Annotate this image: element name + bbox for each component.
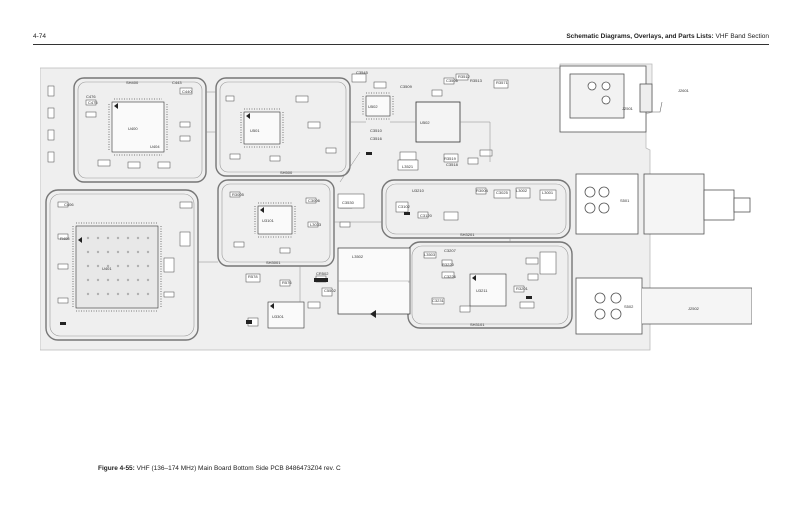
- label-c406: C406: [64, 202, 74, 207]
- label-s502: S502: [624, 304, 634, 309]
- label-l3033: L3033: [310, 222, 322, 227]
- shield-sh-left: [45, 189, 199, 341]
- label-c440: C440: [182, 89, 192, 94]
- label-cr502: CR502: [316, 271, 329, 276]
- label-l3001: L3001: [542, 190, 554, 195]
- shield-sh400: [73, 77, 207, 183]
- label-c3207: C3207: [444, 248, 457, 253]
- label-c3510: C3510: [370, 128, 383, 133]
- label-c476: C476: [86, 94, 96, 99]
- label-u400: U400: [128, 126, 138, 131]
- label-l3002: L3002: [516, 188, 528, 193]
- label-r3005: R3005: [232, 192, 245, 197]
- label-u404: U404: [150, 144, 160, 149]
- shield-frames: [45, 77, 573, 341]
- label-r576: R576: [282, 280, 292, 285]
- page-number: 4-74: [33, 33, 47, 40]
- label-c5502: C5502: [324, 288, 337, 293]
- figure-title: VHF (136–174 MHz) Main Board Bottom Side…: [134, 465, 341, 472]
- label-c3120: C3120: [420, 213, 433, 218]
- label-j2501: J2501: [622, 106, 634, 111]
- label-c3506: C3506: [446, 78, 459, 83]
- label-l3521: L3521: [402, 164, 414, 169]
- figure-label: Figure 4-55:: [98, 465, 135, 472]
- label-c3518: C3518: [446, 162, 459, 167]
- label-u3211: U3211: [476, 288, 488, 293]
- label-r3201: R3201: [516, 286, 529, 291]
- label-sh500: SH500: [280, 170, 293, 175]
- label-c3530: C3530: [342, 200, 355, 205]
- label-r3004: R3004: [476, 188, 489, 193]
- label-l3502: L3502: [352, 254, 364, 259]
- shield-sh500: [215, 77, 351, 177]
- label-u401: U401: [102, 266, 112, 271]
- label-sh3001: SH3001: [266, 260, 281, 265]
- running-header: Schematic Diagrams, Overlays, and Parts …: [566, 33, 769, 40]
- shield-sh3201: [381, 179, 571, 239]
- label-j2601: J2601: [678, 88, 690, 93]
- label-r3512: R3512: [458, 74, 471, 79]
- label-sh3201: SH3201: [460, 232, 475, 237]
- header-rule: [33, 44, 769, 45]
- label-u3210: U3210: [412, 188, 425, 193]
- ic-u400: [111, 101, 165, 153]
- label-r3513: R3513: [470, 78, 483, 83]
- label-s501: S501: [620, 198, 630, 203]
- pcb-overlay-drawing: SH400 U400 C475 C476 C440 C443 U404 U401…: [40, 63, 752, 351]
- label-c3226: C3226: [444, 274, 457, 279]
- label-r578: R578: [248, 274, 258, 279]
- pcb-board-figure: SH400 U400 C475 C476 C440 C443 U404 U401…: [40, 62, 752, 354]
- label-c3102: C3102: [398, 204, 411, 209]
- label-j2502: J2502: [688, 306, 700, 311]
- label-c3545: C3545: [356, 70, 369, 75]
- label-c443: C443: [172, 80, 182, 85]
- label-r3519: R3519: [444, 156, 457, 161]
- label-u502: U502: [368, 104, 378, 109]
- connector-j2501: [559, 65, 653, 133]
- label-r3571: R3571: [496, 80, 509, 85]
- running-header-subsection: VHF Band Section: [713, 33, 769, 40]
- label-sh3101: SH3101: [470, 322, 485, 327]
- label-sh400: SH400: [126, 80, 139, 85]
- label-u3301: U3301: [272, 314, 285, 319]
- label-u3501: U502: [420, 120, 430, 125]
- label-c475: C475: [88, 100, 98, 105]
- label-c3006: C3006: [308, 198, 321, 203]
- label-c3516: C3516: [370, 136, 383, 141]
- label-c3231: C3231: [432, 298, 445, 303]
- ic-u502: [365, 95, 391, 117]
- label-r405: R405: [60, 236, 70, 241]
- connector-s501: [575, 173, 751, 235]
- shield-sh3001: [217, 179, 335, 267]
- label-r3220: R3220: [442, 262, 455, 267]
- label-u501: U501: [250, 128, 260, 133]
- ic-u3501: [415, 101, 461, 143]
- running-header-section: Schematic Diagrams, Overlays, and Parts …: [566, 33, 714, 40]
- figure-caption: Figure 4-55: VHF (136–174 MHz) Main Boar…: [98, 465, 341, 472]
- label-u3101: U3101: [262, 218, 275, 223]
- label-l3503: L3503: [424, 252, 436, 257]
- label-c3025: C3025: [496, 190, 509, 195]
- connector-s502: [575, 277, 752, 335]
- label-c3509: C3509: [400, 84, 413, 89]
